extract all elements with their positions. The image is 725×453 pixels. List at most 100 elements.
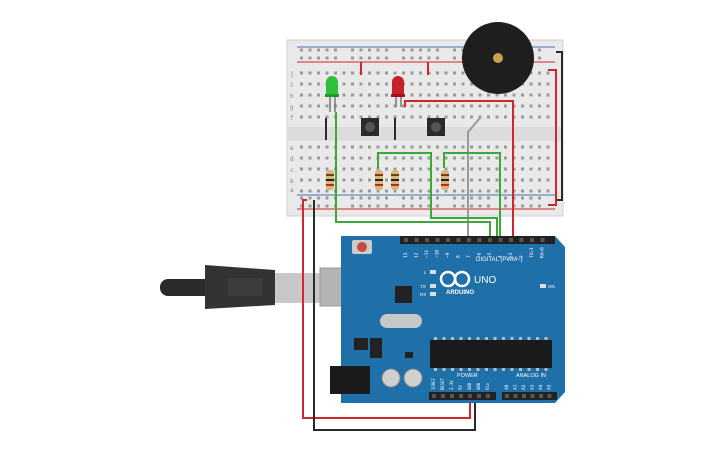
breadboard-hole[interactable]: [393, 167, 397, 171]
breadboard-hole[interactable]: [410, 71, 414, 75]
breadboard-hole[interactable]: [538, 145, 541, 149]
breadboard-hole[interactable]: [529, 156, 533, 160]
breadboard-hole[interactable]: [478, 156, 482, 160]
breadboard-hole[interactable]: [359, 156, 363, 160]
breadboard-hole[interactable]: [351, 82, 354, 86]
breadboard-hole[interactable]: [317, 82, 320, 86]
breadboard-hole[interactable]: [368, 115, 371, 119]
breadboard-hole[interactable]: [342, 104, 346, 108]
breadboard-hole[interactable]: [478, 204, 482, 208]
breadboard-hole[interactable]: [410, 93, 414, 97]
breadboard-hole[interactable]: [300, 71, 303, 75]
breadboard-hole[interactable]: [478, 189, 482, 193]
breadboard-hole[interactable]: [546, 93, 550, 97]
breadboard-hole[interactable]: [419, 115, 422, 119]
breadboard-hole[interactable]: [410, 178, 414, 182]
breadboard-hole[interactable]: [436, 56, 439, 60]
breadboard-hole[interactable]: [427, 178, 431, 182]
breadboard-hole[interactable]: [376, 56, 380, 60]
breadboard-hole[interactable]: [495, 145, 499, 149]
breadboard-hole[interactable]: [368, 56, 371, 60]
breadboard-hole[interactable]: [461, 204, 465, 208]
breadboard-hole[interactable]: [470, 167, 473, 171]
breadboard-hole[interactable]: [410, 145, 414, 149]
breadboard-hole[interactable]: [317, 93, 320, 97]
breadboard-hole[interactable]: [453, 167, 456, 171]
breadboard-hole[interactable]: [385, 48, 388, 52]
breadboard-hole[interactable]: [359, 56, 363, 60]
breadboard-hole[interactable]: [504, 93, 507, 97]
digital-pin[interactable]: [414, 238, 419, 242]
breadboard-hole[interactable]: [529, 82, 533, 86]
breadboard-hole[interactable]: [368, 189, 371, 193]
breadboard-hole[interactable]: [410, 167, 414, 171]
breadboard-hole[interactable]: [504, 156, 507, 160]
breadboard-hole[interactable]: [410, 48, 414, 52]
breadboard-hole[interactable]: [419, 204, 422, 208]
breadboard-hole[interactable]: [325, 156, 329, 160]
breadboard-hole[interactable]: [538, 48, 541, 52]
breadboard-hole[interactable]: [351, 178, 354, 182]
breadboard-hole[interactable]: [487, 156, 490, 160]
breadboard-hole[interactable]: [461, 82, 465, 86]
breadboard-hole[interactable]: [529, 71, 533, 75]
breadboard-hole[interactable]: [393, 104, 397, 108]
breadboard-hole[interactable]: [444, 93, 448, 97]
breadboard-hole[interactable]: [461, 196, 465, 200]
breadboard-hole[interactable]: [317, 115, 320, 119]
breadboard-hole[interactable]: [359, 189, 363, 193]
breadboard-hole[interactable]: [342, 82, 346, 86]
breadboard-hole[interactable]: [538, 115, 541, 119]
breadboard-hole[interactable]: [427, 82, 431, 86]
breadboard-hole[interactable]: [436, 167, 439, 171]
breadboard-hole[interactable]: [359, 196, 363, 200]
breadboard-hole[interactable]: [300, 93, 303, 97]
breadboard-hole[interactable]: [487, 104, 490, 108]
breadboard-hole[interactable]: [453, 56, 456, 60]
breadboard-hole[interactable]: [385, 178, 388, 182]
breadboard-hole[interactable]: [308, 167, 312, 171]
breadboard-hole[interactable]: [410, 82, 414, 86]
breadboard-hole[interactable]: [300, 56, 303, 60]
breadboard-hole[interactable]: [334, 56, 337, 60]
analog-pin[interactable]: [522, 394, 526, 398]
piezo-buzzer[interactable]: [462, 22, 534, 94]
breadboard-hole[interactable]: [351, 71, 354, 75]
breadboard-hole[interactable]: [351, 156, 354, 160]
breadboard-hole[interactable]: [351, 189, 354, 193]
breadboard-hole[interactable]: [300, 196, 303, 200]
breadboard-hole[interactable]: [444, 71, 448, 75]
breadboard-hole[interactable]: [325, 189, 329, 193]
breadboard-hole[interactable]: [521, 104, 524, 108]
breadboard-hole[interactable]: [359, 204, 363, 208]
breadboard-hole[interactable]: [317, 156, 320, 160]
breadboard-hole[interactable]: [300, 115, 303, 119]
breadboard-hole[interactable]: [453, 71, 456, 75]
breadboard-hole[interactable]: [351, 145, 354, 149]
breadboard-hole[interactable]: [351, 115, 354, 119]
breadboard-hole[interactable]: [487, 196, 490, 200]
breadboard-hole[interactable]: [436, 82, 439, 86]
digital-pin[interactable]: [435, 238, 440, 242]
power-pin[interactable]: [441, 394, 445, 398]
breadboard-hole[interactable]: [529, 145, 533, 149]
breadboard-hole[interactable]: [300, 167, 303, 171]
breadboard-hole[interactable]: [300, 82, 303, 86]
breadboard-hole[interactable]: [504, 145, 507, 149]
breadboard-hole[interactable]: [470, 82, 473, 86]
breadboard-hole[interactable]: [385, 156, 388, 160]
breadboard-hole[interactable]: [393, 71, 397, 75]
breadboard-hole[interactable]: [470, 145, 473, 149]
breadboard-hole[interactable]: [487, 145, 490, 149]
breadboard-hole[interactable]: [402, 167, 405, 171]
analog-pin[interactable]: [530, 394, 535, 398]
breadboard-hole[interactable]: [512, 93, 516, 97]
breadboard-hole[interactable]: [351, 204, 354, 208]
breadboard-hole[interactable]: [495, 178, 499, 182]
breadboard-hole[interactable]: [325, 104, 329, 108]
breadboard-hole[interactable]: [419, 56, 422, 60]
breadboard-hole[interactable]: [461, 167, 465, 171]
breadboard-hole[interactable]: [521, 178, 524, 182]
power-pin[interactable]: [477, 394, 481, 398]
